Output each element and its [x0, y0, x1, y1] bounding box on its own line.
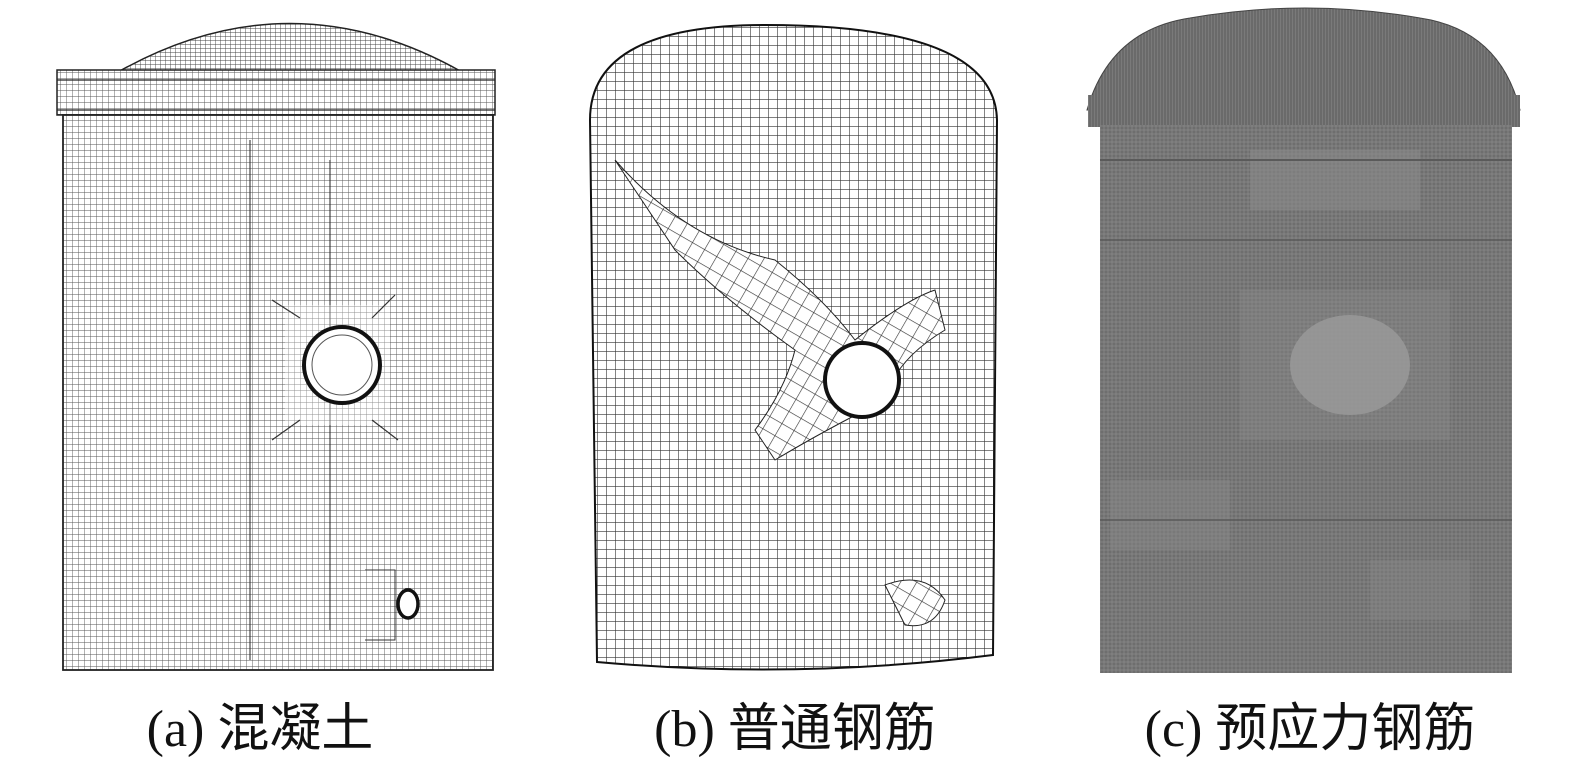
large-opening — [302, 325, 382, 405]
large-opening-rebar — [823, 341, 901, 419]
tendon-body — [1100, 125, 1512, 673]
concrete-mesh-graphic — [56, 22, 496, 671]
small-opening — [396, 588, 420, 620]
tendon-dome — [1086, 7, 1521, 111]
concrete-dome — [115, 22, 465, 73]
prestressed-tendons-graphic — [1086, 7, 1521, 673]
opening-reinforcement — [1290, 315, 1410, 415]
concrete-ring-beam — [56, 69, 496, 116]
concrete-wall — [62, 114, 494, 671]
rebar-mesh-graphic — [588, 23, 999, 671]
panel-c-prestressed — [1050, 0, 1575, 690]
panel-b-rebar — [525, 0, 1050, 690]
caption-c: (c) 预应力钢筋 — [1144, 701, 1476, 758]
tendon-ring — [1088, 95, 1520, 127]
caption-a: (a) 混凝土 — [146, 701, 374, 758]
caption-b: (b) 普通钢筋 — [654, 701, 936, 758]
panel-a-concrete — [0, 0, 525, 690]
